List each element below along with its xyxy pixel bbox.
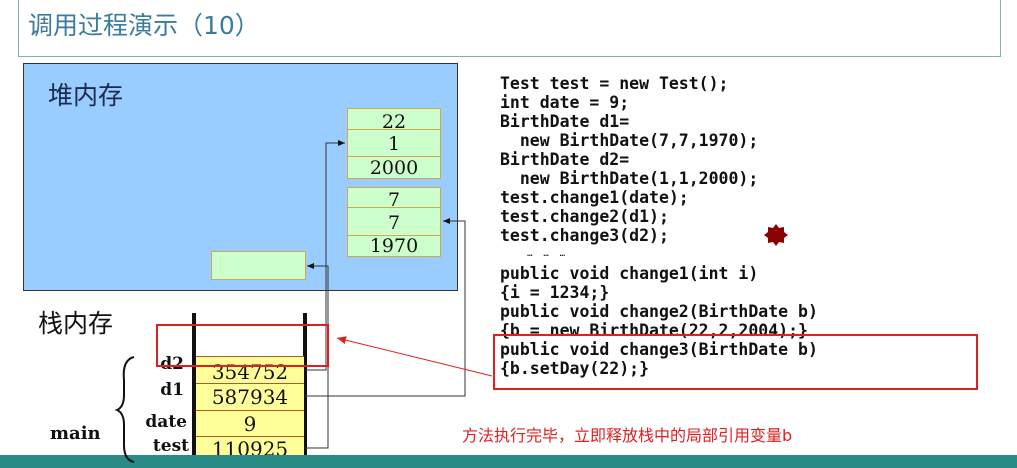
code-line: new BirthDate(7,7,1970);: [500, 131, 759, 150]
release-message: 方法执行完毕，立即释放栈中的局部引用变量b: [462, 426, 793, 445]
frame-label-main: main: [50, 423, 101, 444]
code-line: Test test = new Test();: [500, 74, 729, 93]
ref-arrow-d2: [305, 140, 345, 371]
heap-label: 堆内存: [48, 81, 124, 110]
stack-cell-d2: 354752: [196, 356, 304, 384]
d1-object-day: 7: [347, 187, 441, 211]
var-name-d1: d1: [160, 380, 184, 400]
d1-object-month: 7: [347, 207, 441, 236]
code-line: test.change1(date);: [500, 188, 689, 207]
var-name-d2: d2: [160, 354, 184, 374]
code-line: test.change2(d1);: [500, 207, 669, 226]
code-line: public void change3(BirthDate b): [500, 340, 818, 359]
star-burst-icon: [764, 224, 788, 246]
main-frame-brace: [114, 356, 135, 463]
footer-band: [0, 455, 1017, 468]
code-line: test.change3(d2);: [500, 226, 669, 245]
slide-title: 调用过程演示（10）: [28, 11, 260, 40]
title-frame: [18, 0, 1001, 57]
code-line: int date = 9;: [500, 93, 630, 112]
released-slot-highlight: [156, 324, 329, 367]
stack-label: 栈内存: [38, 309, 114, 338]
code-line: public void change2(BirthDate b): [500, 302, 818, 321]
code-line: … … …: [500, 249, 566, 259]
stack-cell-d1: 587934: [196, 383, 304, 410]
code-listing: Test test = new Test();int date = 9;Birt…: [500, 74, 818, 378]
pointer-arrow: [336, 336, 493, 377]
test-object: [211, 251, 306, 280]
code-line: {b.setDay(22);}: [500, 359, 650, 378]
d2-object-month: 1: [347, 129, 441, 157]
var-name-date: date: [145, 412, 187, 432]
d1-object-year: 1970: [347, 235, 441, 257]
code-line: public void change1(int i): [500, 264, 759, 283]
code-line: BirthDate d1=: [500, 112, 630, 131]
d2-object-year: 2000: [347, 156, 441, 179]
code-line: BirthDate d2=: [500, 150, 630, 169]
code-line: {i = 1234;}: [500, 283, 610, 302]
change3-highlight: [493, 334, 978, 390]
ref-arrow-d1: [305, 218, 466, 397]
stack-cell-date: 9: [196, 410, 304, 436]
var-name-test: test: [152, 436, 189, 456]
ref-arrow-test: [305, 263, 329, 449]
stack-wall-left: [192, 313, 196, 463]
code-line: new BirthDate(1,1,2000);: [500, 169, 759, 188]
stack-wall-right: [303, 313, 307, 463]
